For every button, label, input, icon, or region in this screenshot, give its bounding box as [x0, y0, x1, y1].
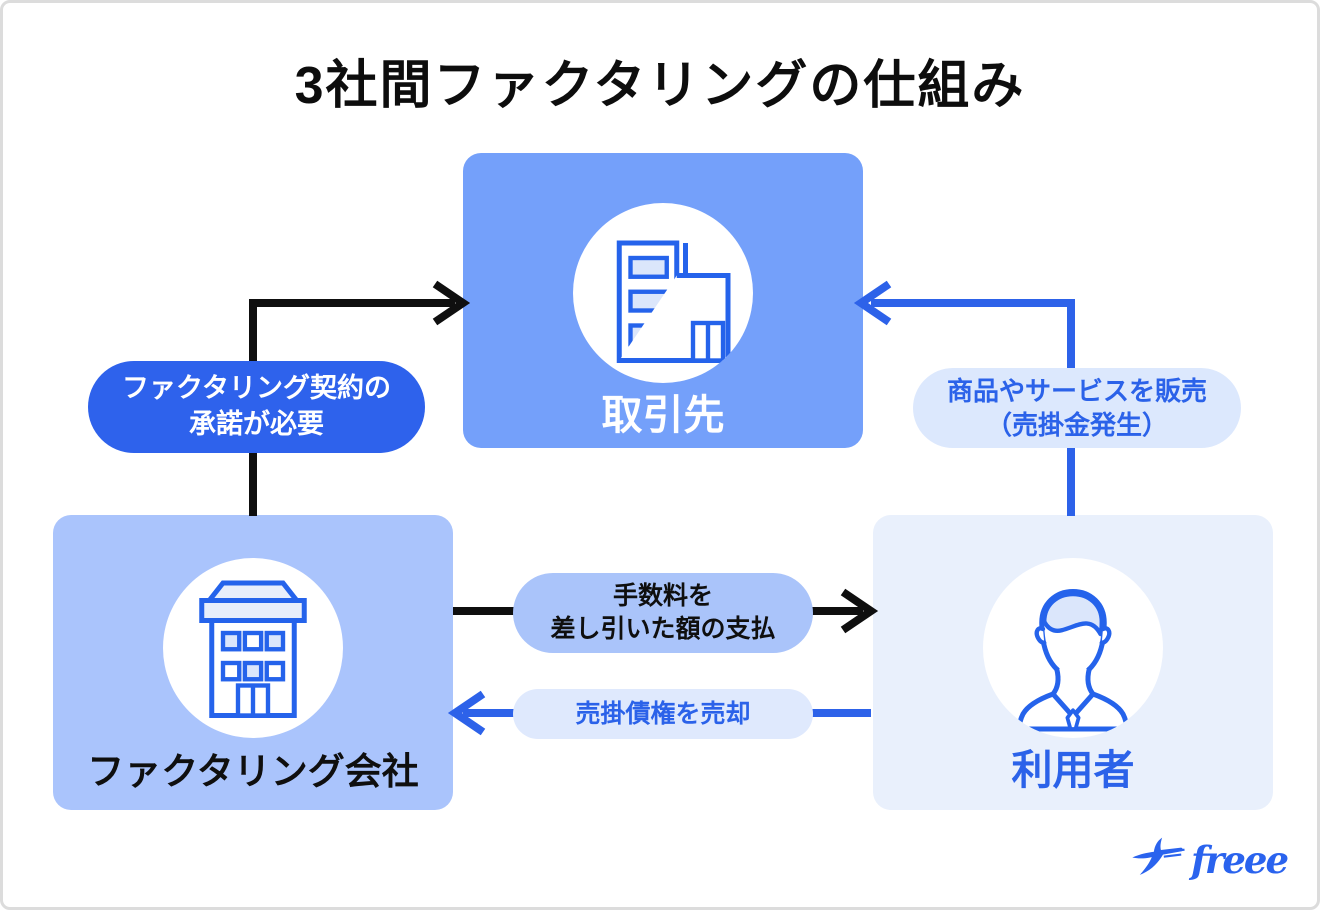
- user-icon: [1016, 589, 1130, 732]
- freee-logo: freee: [1129, 835, 1289, 885]
- arrow-sell-head-icon: [447, 690, 486, 736]
- pill-contract-consent-line1: ファクタリング契約の: [122, 373, 391, 404]
- pill-fee-payment-line2: 差し引いた額の支払: [550, 615, 776, 643]
- client-icon-circle: [573, 203, 753, 383]
- arrow-payment-head-icon: [840, 588, 879, 634]
- factoring-company-icon-circle: [163, 558, 343, 738]
- node-user: 利用者: [873, 515, 1273, 810]
- pill-sell-receivables: 売掛債権を売却: [513, 689, 813, 739]
- arrow-consent-head-icon: [432, 280, 471, 326]
- pill-sell-goods-line1: 商品やサービスを販売: [946, 375, 1207, 406]
- pill-sell-goods: 商品やサービスを販売 （売掛金発生）: [913, 368, 1241, 448]
- pill-contract-consent: ファクタリング契約の 承諾が必要: [88, 361, 425, 453]
- company-building-icon: [199, 580, 307, 718]
- node-user-label: 利用者: [1011, 747, 1135, 793]
- freee-bird-icon: [1132, 837, 1185, 875]
- pill-contract-consent-line2: 承諾が必要: [189, 409, 324, 439]
- page-title: 3社間ファクタリングの仕組み: [294, 57, 1026, 115]
- pill-sell-goods-line2: （売掛金発生）: [985, 410, 1168, 440]
- freee-logo-text: freee: [1190, 837, 1289, 882]
- node-client: 取引先: [463, 153, 863, 448]
- node-client-label: 取引先: [601, 392, 725, 438]
- node-factoring-company: ファクタリング会社: [53, 515, 453, 810]
- arrow-layer: [249, 280, 1075, 736]
- pill-sell-receivables-text: 売掛債権を売却: [575, 699, 751, 728]
- user-icon-circle: [983, 558, 1163, 738]
- node-factoring-company-label: ファクタリング会社: [87, 751, 419, 792]
- pill-fee-payment: 手数料を 差し引いた額の支払: [513, 573, 813, 653]
- pill-fee-payment-line1: 手数料を: [612, 582, 713, 610]
- office-building-icon: [616, 240, 731, 363]
- arrow-sales-head-icon: [853, 280, 892, 326]
